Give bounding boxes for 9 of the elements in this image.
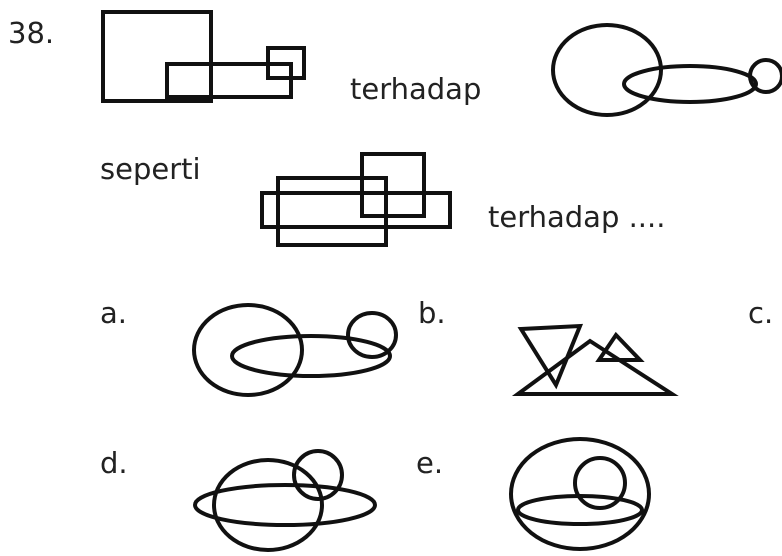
option-letter: e. [416, 446, 444, 480]
option-letter: c. [748, 296, 774, 330]
comparison-word: seperti [100, 152, 201, 186]
comparison-word: terhadap .... [488, 200, 666, 234]
option-letter: d. [100, 446, 128, 480]
question-number: 38. [8, 16, 54, 50]
option-letter: a. [100, 296, 127, 330]
comparison-word: terhadap [350, 72, 482, 106]
option-letter: b. [418, 296, 446, 330]
